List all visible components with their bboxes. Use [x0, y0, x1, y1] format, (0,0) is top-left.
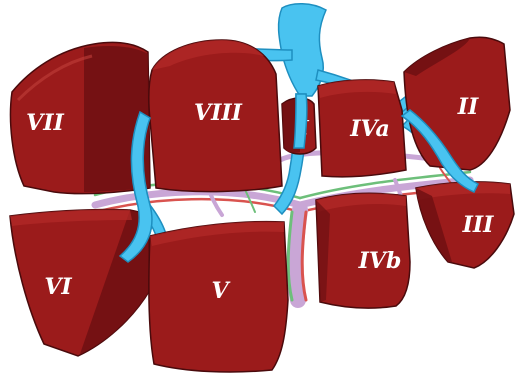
hepatic-pedicle [295, 210, 300, 300]
segment-ivb: IVb [316, 193, 410, 308]
segment-v: V [149, 222, 288, 372]
segment-label-iva: IVa [349, 116, 390, 142]
segment-label-vi: VI [44, 274, 72, 300]
segment-label-viii: VIII [194, 100, 243, 126]
segment-vii: VII [11, 42, 151, 193]
segment-ii: II [404, 37, 510, 170]
segment-iii: III [416, 182, 514, 268]
segment-label-ii: II [457, 94, 479, 120]
segment-label-vii: VII [26, 110, 64, 136]
segment-label-ivb: IVb [358, 248, 402, 274]
segment-label-v: V [211, 278, 230, 304]
segment-viii: VIII [149, 40, 282, 192]
segment-vi: VI [10, 209, 150, 356]
segment-label-iii: III [462, 212, 495, 238]
segment-iva: IVa [318, 80, 406, 177]
